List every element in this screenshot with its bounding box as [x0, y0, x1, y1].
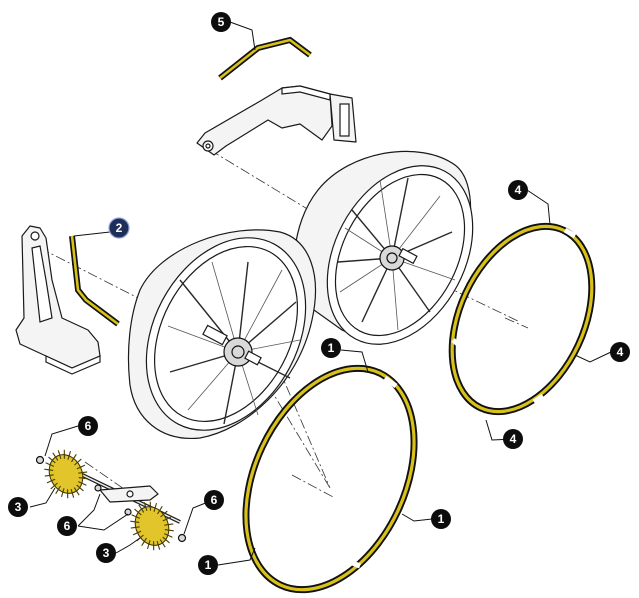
back-wheel — [293, 150, 474, 345]
callout-2: 2 — [108, 217, 130, 239]
brush-bristle — [163, 533, 173, 538]
brush-2 — [130, 501, 174, 551]
brush-bristle — [78, 477, 88, 480]
brush-bristle — [130, 526, 140, 529]
brush-bristle — [164, 523, 174, 526]
callout-label: 4 — [617, 345, 624, 359]
brush-bristle — [138, 504, 145, 513]
callout-3-bottom: 3 — [96, 543, 116, 563]
brush-bristle — [77, 481, 87, 486]
callout-label: 5 — [218, 15, 225, 29]
brush-bristle — [162, 536, 170, 544]
callout-6-top: 6 — [78, 416, 98, 436]
callout-label: 6 — [64, 519, 71, 533]
part-2-strip — [69, 235, 120, 327]
brush-bristle — [73, 487, 80, 496]
front-wheel — [127, 229, 316, 440]
brush-bristle — [162, 516, 172, 522]
washer-6b — [124, 508, 132, 516]
callout-label: 6 — [85, 419, 92, 433]
callout-label: 1 — [438, 512, 445, 526]
brush-bristle — [153, 502, 158, 512]
brush-bristle — [156, 540, 161, 550]
callout-6-right: 6 — [204, 490, 224, 510]
brush-bristle — [159, 539, 166, 548]
brush-bristle — [132, 530, 142, 536]
brush-bristle — [48, 456, 56, 464]
brush-bristle — [50, 482, 58, 490]
brush-bristle — [164, 529, 174, 532]
brush-bristle — [70, 488, 75, 498]
callout-label: 1 — [328, 341, 335, 355]
brush-bristle — [131, 514, 141, 519]
callout-3-left: 3 — [8, 497, 28, 517]
part-5-strip — [218, 36, 312, 81]
part-4-ring-seal — [448, 222, 596, 416]
brush-bristle — [78, 471, 88, 474]
callout-1-top: 1 — [321, 338, 341, 358]
end-cap-6-right — [177, 533, 187, 543]
brush-bristle — [134, 508, 142, 516]
brush-bristle — [55, 485, 61, 494]
callout-label: 3 — [15, 500, 22, 514]
brush-bristle — [46, 478, 56, 484]
end-cap-6-left — [35, 455, 45, 465]
top-bracket — [196, 85, 357, 156]
brush-bristle — [76, 464, 86, 470]
brush-bristle — [76, 484, 84, 492]
left-bracket — [15, 225, 101, 375]
brush-bristle — [146, 540, 151, 550]
brush-bristle — [130, 520, 140, 523]
callout-6-center: 6 — [57, 516, 77, 536]
brush-bristle — [52, 452, 59, 461]
brush-bristle — [60, 488, 65, 498]
callout-label: 3 — [103, 546, 110, 560]
brush-bristle — [45, 462, 55, 467]
brush-bristle — [57, 450, 62, 460]
brush-bristle — [157, 506, 163, 515]
callout-4-bottom: 4 — [503, 429, 523, 449]
brush-bristle — [141, 537, 147, 546]
brush-bristle — [160, 510, 168, 518]
brush-assembly — [35, 449, 187, 551]
brush-1 — [44, 449, 88, 499]
part-1-ring-seal — [242, 364, 418, 594]
callout-5: 5 — [211, 12, 231, 32]
brush-bristle — [74, 458, 82, 466]
callout-label: 1 — [205, 558, 212, 572]
brush-bristle — [44, 474, 54, 477]
callout-label: 4 — [510, 432, 517, 446]
callout-label: 4 — [515, 183, 522, 197]
callout-label: 2 — [116, 221, 123, 235]
brush-bristle — [143, 502, 148, 512]
brush-bristle — [44, 468, 54, 471]
callout-4-right: 4 — [610, 342, 630, 362]
brush-bristle — [71, 454, 77, 463]
callout-4-top: 4 — [508, 180, 528, 200]
brush-bristle — [67, 450, 72, 460]
callout-label: 6 — [211, 493, 218, 507]
washer-6a — [94, 484, 102, 492]
callout-1-right: 1 — [431, 509, 451, 529]
callout-1-bottom: 1 — [198, 555, 218, 575]
